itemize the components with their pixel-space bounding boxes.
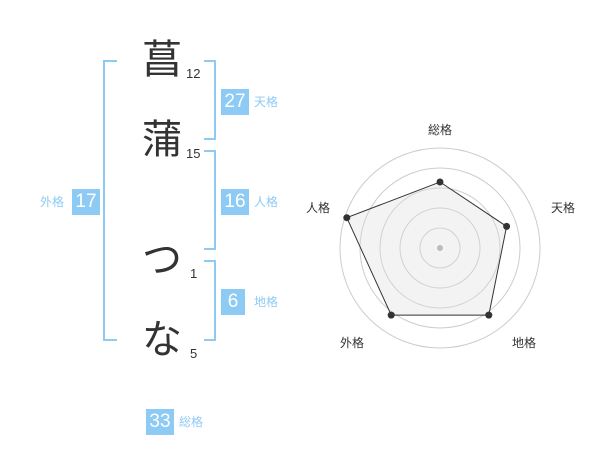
tenkaku-label: 天格 bbox=[254, 95, 279, 109]
chikaku-value: 6 bbox=[221, 289, 245, 315]
gaikaku-label: 外格 bbox=[40, 195, 65, 209]
axis-label-chikaku: 地格 bbox=[512, 335, 536, 350]
stroke-count-4: 5 bbox=[190, 346, 198, 361]
stroke-count-3: 1 bbox=[190, 266, 198, 281]
soukaku-label: 総格 bbox=[179, 415, 204, 429]
radar-ring-2 bbox=[399, 207, 481, 289]
radar-center-dot bbox=[437, 245, 443, 251]
jinkaku-value: 16 bbox=[221, 189, 249, 215]
radar-rings bbox=[339, 147, 541, 349]
radar-points bbox=[343, 178, 511, 319]
axis-label-jinkaku: 人格 bbox=[306, 200, 330, 215]
stroke-count-1: 12 bbox=[186, 66, 201, 81]
radar-area bbox=[346, 181, 508, 316]
jinkaku-label: 人格 bbox=[254, 195, 279, 209]
soukaku-value: 33 bbox=[146, 409, 174, 435]
name-char-2: 蒲 bbox=[142, 117, 182, 163]
radar-point-5 bbox=[343, 214, 351, 222]
name-char-1: 菖 bbox=[142, 37, 182, 83]
name-char-4: な bbox=[142, 317, 182, 363]
gaikaku-bracket bbox=[103, 60, 117, 341]
axis-label-tenkaku: 天格 bbox=[551, 200, 575, 215]
tenkaku-bracket bbox=[204, 60, 216, 140]
chikaku-bracket bbox=[204, 260, 216, 341]
stroke-count-2: 15 bbox=[186, 146, 201, 161]
radar-point-3 bbox=[485, 311, 493, 319]
radar-ring-3 bbox=[379, 187, 501, 309]
axis-label-gaikaku: 外格 bbox=[340, 335, 364, 350]
gaikaku-value: 17 bbox=[72, 189, 100, 215]
radar-point-1 bbox=[436, 178, 444, 186]
radar-ring-5 bbox=[339, 147, 541, 349]
chikaku-label: 地格 bbox=[254, 295, 279, 309]
name-char-3: つ bbox=[142, 237, 182, 283]
radar-point-4 bbox=[387, 311, 395, 319]
radar-point-2 bbox=[503, 222, 511, 230]
radar-ring-1 bbox=[419, 227, 461, 269]
jinkaku-bracket bbox=[204, 150, 216, 250]
axis-label-soukaku: 総格 bbox=[428, 122, 452, 137]
radar-ring-4 bbox=[359, 167, 521, 329]
tenkaku-value: 27 bbox=[221, 89, 249, 115]
